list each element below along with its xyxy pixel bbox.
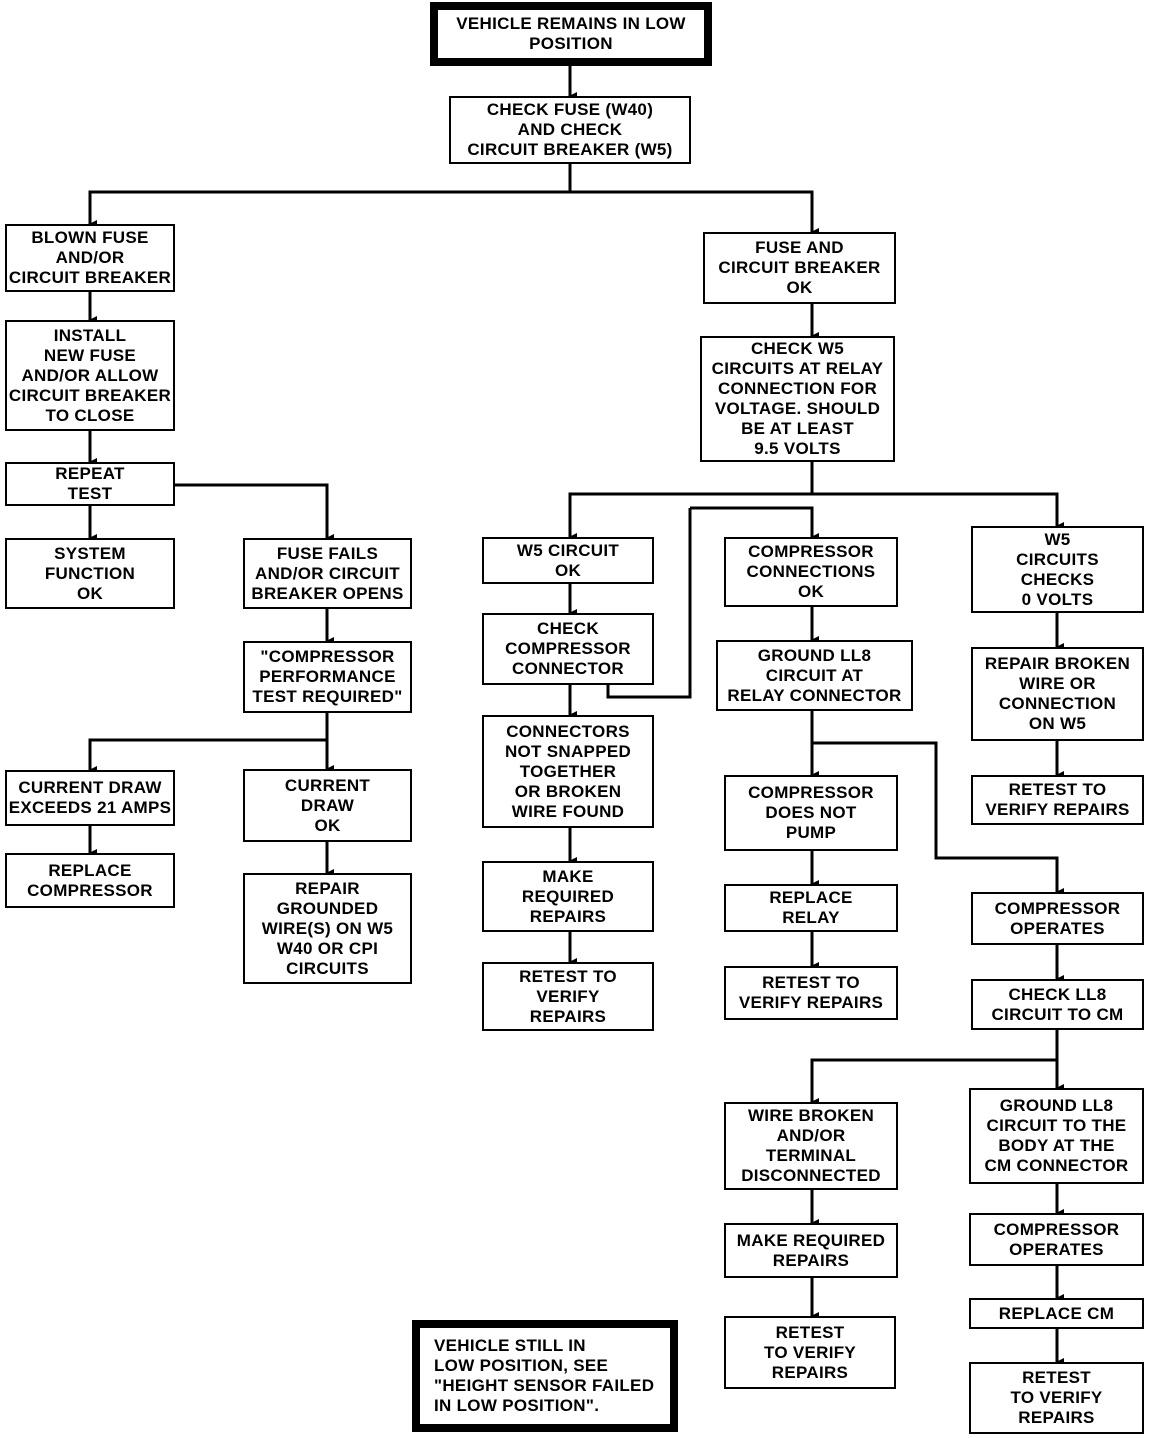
node-w5-ok: W5 CIRCUIT OK [482,537,654,584]
arrow [570,190,819,236]
node-conn-not-snapped: CONNECTORS NOT SNAPPED TOGETHER OR BROKE… [482,715,654,828]
node-retest-4: RETEST TO VERIFY REPAIRS [724,1316,896,1389]
node-fuse-ok: FUSE AND CIRCUIT BREAKER OK [703,232,896,304]
arrow [174,483,334,542]
node-start: VEHICLE REMAINS IN LOW POSITION [430,2,712,66]
node-retest-1: RETEST TO VERIFY REPAIRS [482,962,654,1031]
node-repair-broken: REPAIR BROKEN WIRE OR CONNECTION ON W5 [971,647,1144,741]
node-retest-3: RETEST TO VERIFY REPAIRS [971,775,1144,825]
node-replace-compressor: REPLACE COMPRESSOR [5,853,175,908]
node-system-ok: SYSTEM FUNCTION OK [5,538,175,609]
arrow [812,741,1064,896]
node-comp-operates-2: COMPRESSOR OPERATES [969,1213,1144,1266]
arrow [88,164,572,228]
node-replace-cm: REPLACE CM [969,1298,1144,1329]
node-retest-2: RETEST TO VERIFY REPAIRS [724,966,898,1020]
node-check-conn: CHECK COMPRESSOR CONNECTOR [482,613,654,685]
node-comp-not-pump: COMPRESSOR DOES NOT PUMP [724,775,898,851]
arrow [812,492,1064,530]
node-ground-ll8-relay: GROUND LL8 CIRCUIT AT RELAY CONNECTOR [716,640,913,711]
node-ground-ll8-body: GROUND LL8 CIRCUIT TO THE BODY AT THE CM… [969,1088,1144,1184]
arrow [690,506,819,541]
node-blown-fuse: BLOWN FUSE AND/OR CIRCUIT BREAKER [5,224,175,292]
node-current-exceeds: CURRENT DRAW EXCEEDS 21 AMPS [5,770,175,826]
node-current-ok: CURRENT DRAW OK [243,769,412,842]
node-repair-grounded: REPAIR GROUNDED WIRE(S) ON W5 W40 OR CPI… [243,873,412,984]
arrow [568,462,814,541]
node-replace-relay: REPLACE RELAY [724,884,898,932]
node-still-low: VEHICLE STILL IN LOW POSITION, SEE "HEIG… [412,1320,678,1432]
node-perf-test: "COMPRESSOR PERFORMANCE TEST REQUIRED" [243,641,412,713]
node-repeat-test: REPEAT TEST [5,462,175,506]
arrow [810,1030,1059,1106]
node-check-w5: CHECK W5 CIRCUITS AT RELAY CONNECTION FO… [700,336,895,462]
node-install-fuse: INSTALL NEW FUSE AND/OR ALLOW CIRCUIT BR… [5,320,175,431]
node-wire-broken: WIRE BROKEN AND/OR TERMINAL DISCONNECTED [724,1102,898,1190]
node-make-repairs-2: MAKE REQUIRED REPAIRS [724,1223,898,1278]
node-make-repairs-1: MAKE REQUIRED REPAIRS [482,861,654,932]
node-retest-5: RETEST TO VERIFY REPAIRS [969,1362,1144,1434]
arrow [88,713,329,774]
node-check-ll8-cm: CHECK LL8 CIRCUIT TO CM [971,979,1144,1030]
node-comp-conn-ok: COMPRESSOR CONNECTIONS OK [724,537,898,607]
node-comp-operates-1: COMPRESSOR OPERATES [971,892,1144,945]
node-check-fuse: CHECK FUSE (W40) AND CHECK CIRCUIT BREAK… [449,96,691,164]
node-fuse-fails: FUSE FAILS AND/OR CIRCUIT BREAKER OPENS [243,538,412,609]
node-w5-zero: W5 CIRCUITS CHECKS 0 VOLTS [971,526,1144,613]
